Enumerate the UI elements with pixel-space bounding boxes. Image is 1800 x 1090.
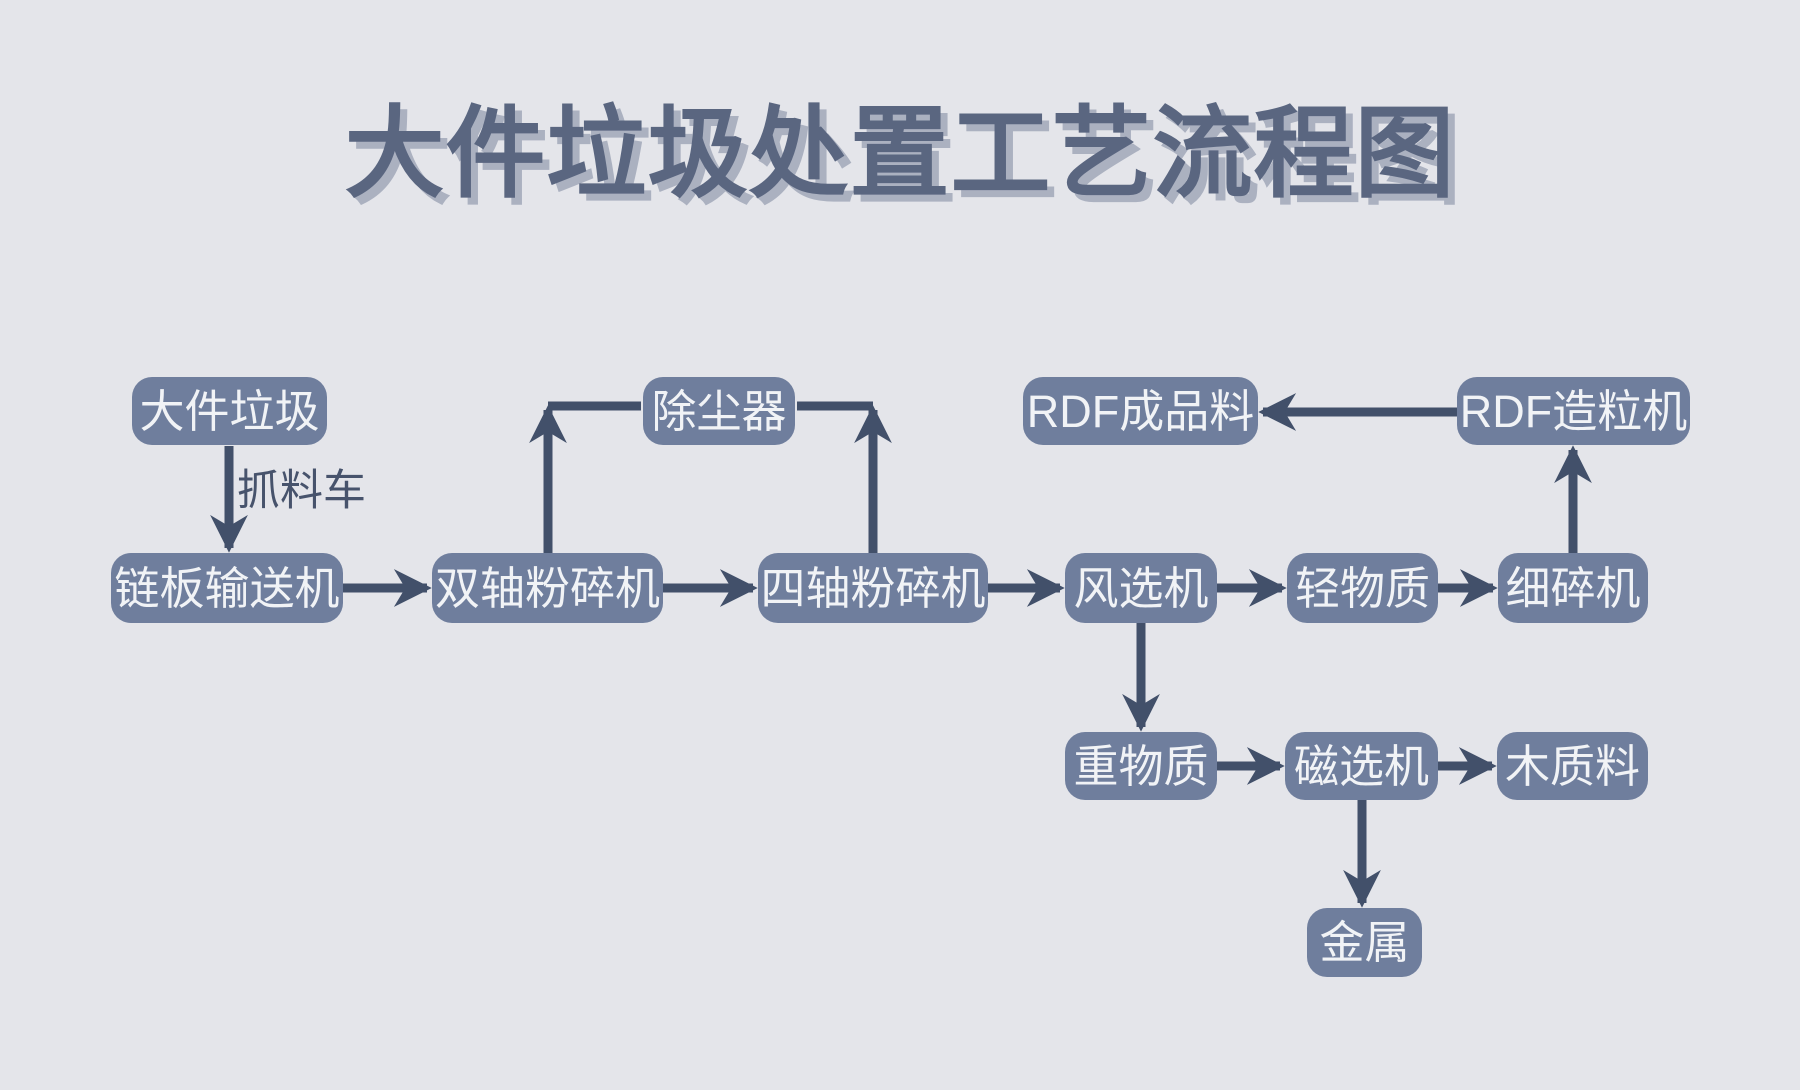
node-metal: 金属 [1307, 908, 1422, 977]
node-label: 轻物质 [1294, 562, 1430, 614]
node-chain-conveyor: 链板输送机 [111, 553, 343, 623]
node-label: 大件垃圾 [139, 385, 320, 437]
node-rdf-granulator: RDF造粒机 [1457, 377, 1690, 445]
node-label: 磁选机 [1293, 740, 1429, 792]
diagram-title: 大件垃圾处置工艺流程图 [344, 98, 1456, 210]
node-label: 双轴粉碎机 [434, 562, 660, 614]
node-label: 除尘器 [651, 385, 787, 437]
node-label: 四轴粉碎机 [760, 562, 986, 614]
node-dust-collector: 除尘器 [643, 377, 795, 445]
node-label: 细碎机 [1505, 562, 1641, 614]
node-magnetic-separator: 磁选机 [1285, 732, 1438, 800]
node-label: 风选机 [1073, 562, 1209, 614]
node-label: RDF成品料 [1026, 385, 1255, 437]
node-wood-material: 木质料 [1497, 732, 1648, 800]
node-bulky-waste: 大件垃圾 [132, 377, 327, 445]
node-rdf-product: RDF成品料 [1023, 377, 1258, 445]
edge-label-bulky-to-conveyor: 抓料车 [237, 467, 366, 515]
node-air-separator: 风选机 [1065, 553, 1217, 623]
node-label: 重物质 [1073, 740, 1209, 792]
node-label: 链板输送机 [114, 562, 340, 614]
node-label: 金属 [1319, 917, 1410, 968]
node-heavy-material: 重物质 [1065, 732, 1217, 800]
node-four-shaft-shredder: 四轴粉碎机 [758, 553, 988, 623]
node-light-material: 轻物质 [1287, 553, 1438, 623]
node-fine-shredder: 细碎机 [1498, 553, 1648, 623]
node-label: RDF造粒机 [1459, 385, 1688, 437]
node-double-shaft-shredder: 双轴粉碎机 [432, 553, 663, 623]
node-label: 木质料 [1504, 740, 1640, 792]
